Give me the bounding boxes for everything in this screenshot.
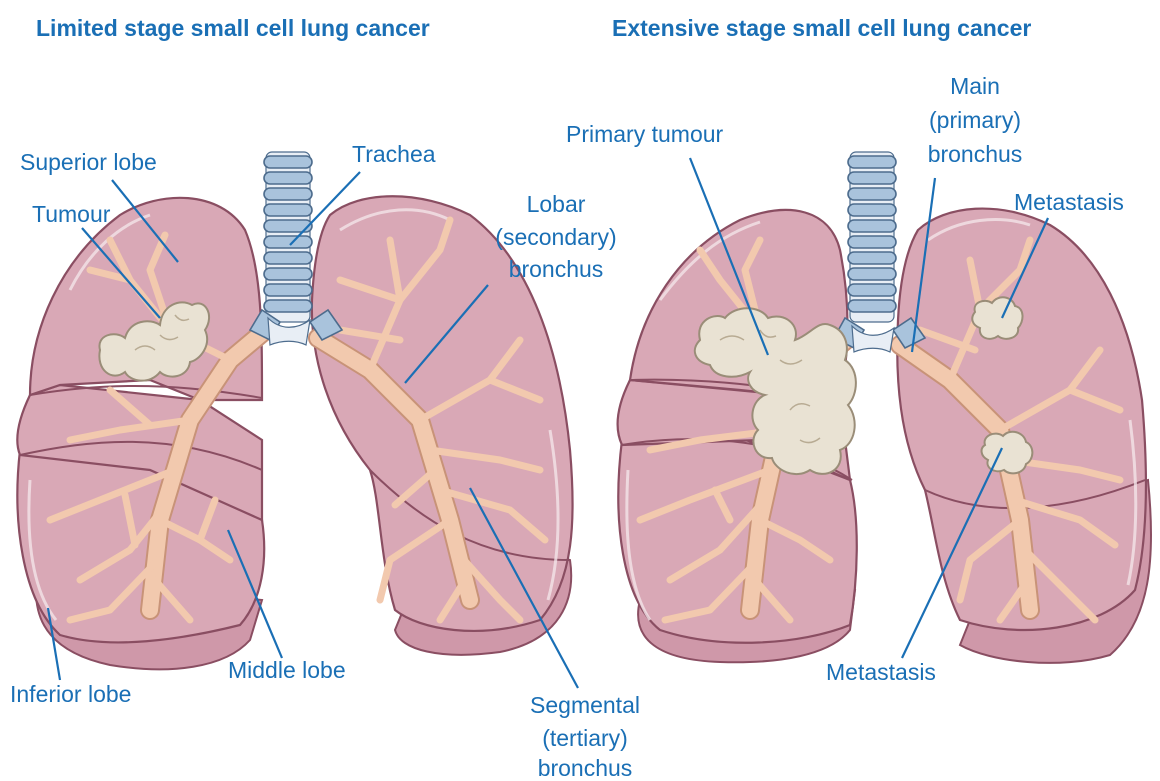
main-bronchus-label-line1: Main [950,73,1000,99]
tumour-label: Tumour [32,201,111,227]
metastasis-lower-label: Metastasis [826,659,936,685]
right-lungs [617,152,1151,663]
metastasis-lower-mass [982,432,1033,474]
lobar-bronchus-label-line1: Lobar [527,191,586,217]
right-trachea [848,152,896,322]
segmental-bronchus-label-line3: bronchus [538,755,633,781]
metastasis-upper-label: Metastasis [1014,189,1124,215]
primary-tumour-label: Primary tumour [566,121,724,147]
segmental-bronchus-label-line2: (tertiary) [542,725,628,751]
superior-lobe-label: Superior lobe [20,149,157,175]
left-lungs [17,152,572,669]
left-diagram-right-lung [17,198,264,670]
trachea-label: Trachea [352,141,436,167]
segmental-bronchus-label-line1: Segmental [530,692,640,718]
lobar-bronchus-label-line3: bronchus [509,256,604,282]
left-trachea [264,152,312,322]
inferior-lobe-label: Inferior lobe [10,681,131,707]
metastasis-upper-mass [972,297,1022,339]
middle-lobe-label: Middle lobe [228,657,346,683]
main-bronchus-label-line3: bronchus [928,141,1023,167]
lobar-bronchus-label-line2: (secondary) [495,224,616,250]
right-panel-title: Extensive stage small cell lung cancer [612,15,1031,41]
main-bronchus-label-line2: (primary) [929,107,1021,133]
left-panel-title: Limited stage small cell lung cancer [36,15,430,41]
